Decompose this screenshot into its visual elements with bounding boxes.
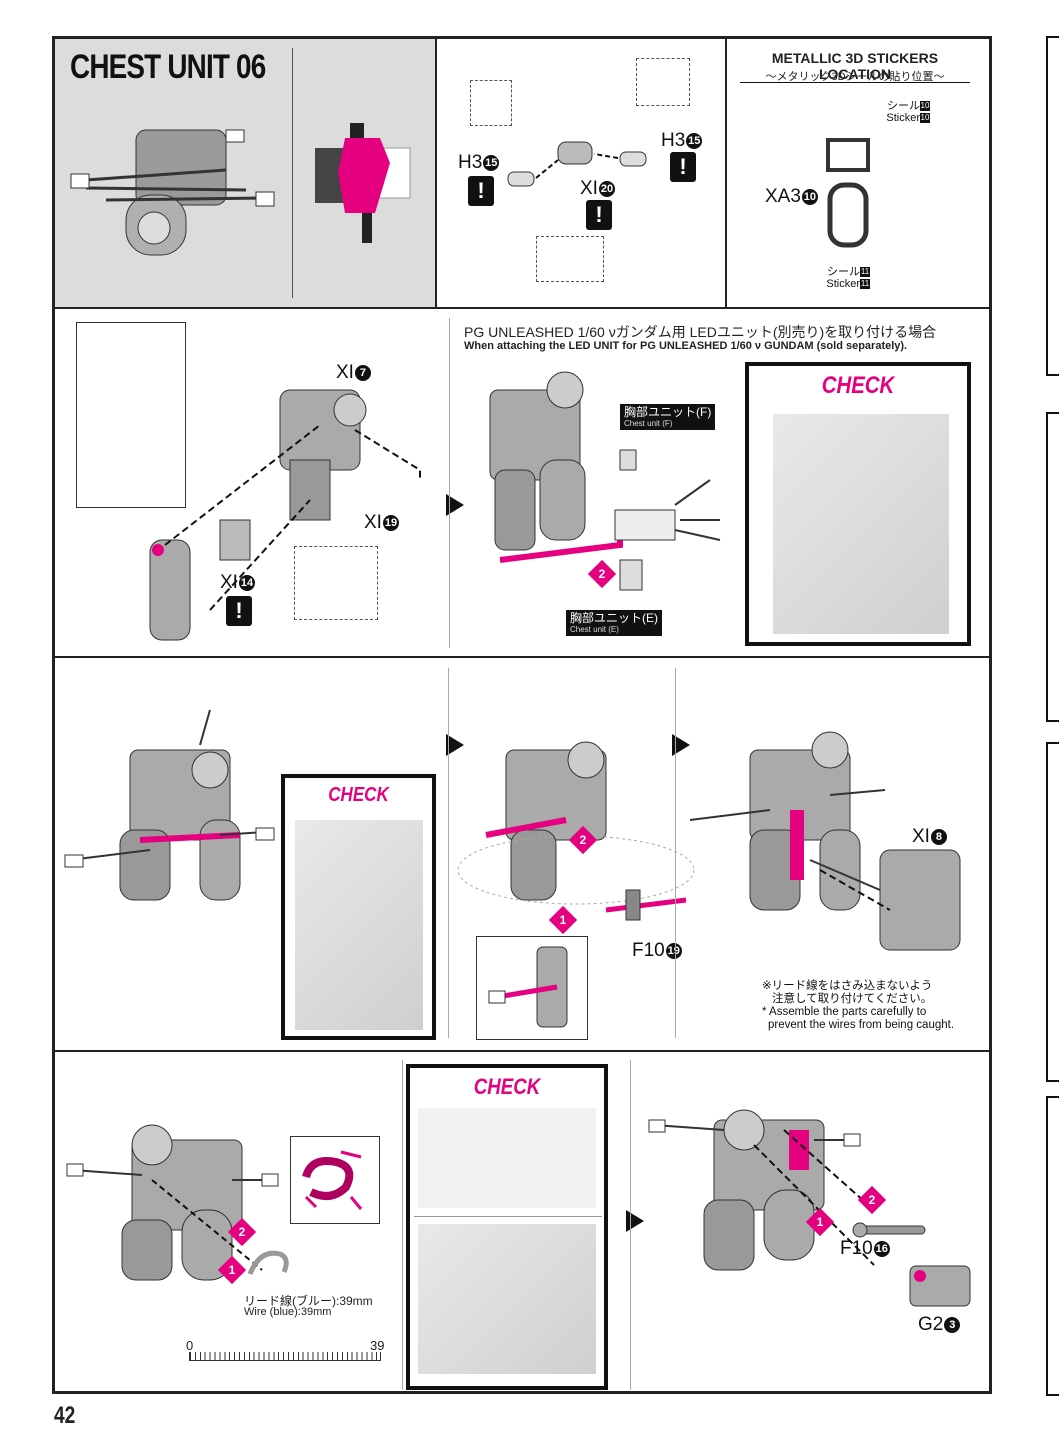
step-badge-2: 2 (568, 825, 598, 855)
check-photo (418, 1224, 596, 1374)
next-step-arrow (672, 734, 690, 756)
side-tab-1 (1046, 36, 1059, 376)
f10-part-illustration (852, 1222, 926, 1238)
detail-box-bottom (536, 236, 604, 282)
step5-illustration (689, 731, 961, 951)
step7-illustration (648, 1109, 875, 1271)
stickers-header: METALLIC 3D STICKERS LOCATION (740, 50, 970, 83)
step-badge-1: 1 (805, 1207, 835, 1237)
detail-box-left (470, 80, 512, 126)
wire-piece-illustration (247, 1250, 289, 1275)
warning-icon: ! (468, 176, 494, 206)
length-ruler (189, 1352, 381, 1361)
side-tab-2 (1046, 412, 1059, 722)
wire-detail-illustration (488, 946, 568, 1028)
led-assembly-illustration (489, 371, 721, 591)
check-photo (773, 414, 949, 634)
step-badge-2: 2 (857, 1185, 887, 1215)
chest-unit-e-label: 胸部ユニット(E)Chest unit (E) (566, 610, 662, 636)
sticker-part-illustration (826, 138, 870, 248)
assembly-note: ※リード線をはさみ込まないよう 注意して取り付けてください。 * Assembl… (762, 980, 955, 1031)
side-tab-4 (1046, 1096, 1059, 1396)
check-heading: CHECK (328, 784, 389, 806)
wire-spec-jp: リード線(ブルー):39mm (244, 1294, 373, 1308)
detail-box-frame (76, 322, 186, 508)
step-badge-2: 2 (227, 1217, 257, 1247)
page-frame (52, 36, 992, 1394)
chest-unit-illustration (70, 129, 275, 256)
scale-start: 0 (186, 1338, 194, 1353)
step2-assembly-illustration (149, 389, 421, 641)
check-box-row4: CHECK (406, 1064, 608, 1390)
warning-icon: ! (226, 596, 252, 626)
chest-unit-f-label: 胸部ユニット(F)Chest unit (F) (620, 404, 716, 430)
step6-illustration (66, 1124, 279, 1281)
check-photo (295, 820, 423, 1030)
detail-box-right (636, 58, 690, 106)
step3-illustration (64, 709, 275, 901)
scale-end: 39 (370, 1338, 385, 1353)
page-title: CHEST UNIT 06 (70, 48, 266, 86)
warning-icon: ! (670, 152, 696, 182)
stickers-header-jp: 〜メタリック3Dシールの貼り位置〜 (765, 71, 945, 83)
step-badge-1: 1 (548, 905, 578, 935)
next-step-arrow (446, 734, 464, 756)
wire-spec-en: Wire (blue):39mm (244, 1306, 332, 1318)
wire-bend-illustration (302, 1150, 363, 1210)
check-heading: CHECK (821, 372, 895, 399)
check-heading: CHECK (473, 1074, 541, 1099)
check-box-led: CHECK (745, 362, 971, 646)
led-title-en: When attaching the LED UNIT for PG UNLEA… (464, 340, 908, 352)
led-title-jp: PG UNLEASHED 1/60 νガンダム用 LEDユニット(別売り)を取り… (464, 324, 937, 340)
side-tab-3 (1046, 742, 1059, 1082)
check-box-row3: CHECK (281, 774, 436, 1040)
step4-illustration (457, 741, 695, 921)
check-illustration (418, 1108, 596, 1208)
detail-box-wire-bend (290, 1136, 380, 1224)
step1-assembly-illustration (507, 141, 647, 187)
page-number: 42 (54, 1402, 76, 1429)
warning-icon: ! (586, 200, 612, 230)
next-step-arrow (446, 494, 464, 516)
detail-box-wire (476, 936, 588, 1040)
g2-part-illustration (909, 1265, 971, 1307)
detail-box-ring (294, 546, 378, 620)
location-diagram (315, 123, 411, 243)
next-step-arrow (626, 1210, 644, 1232)
